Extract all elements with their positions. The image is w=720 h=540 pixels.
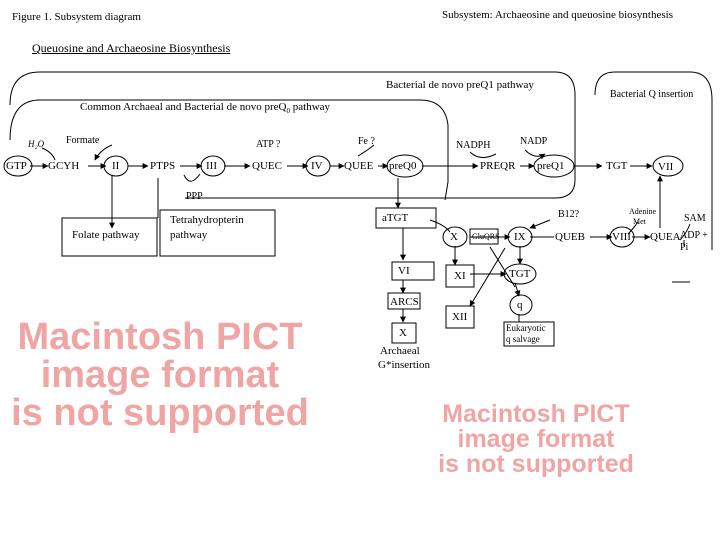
xi-text: XI	[454, 270, 466, 282]
ptps-text: PTPS	[150, 160, 176, 172]
preq0-node	[386, 154, 424, 178]
thb-text-2: pathway	[170, 229, 208, 241]
x-low-box	[391, 322, 417, 344]
iv-node	[305, 155, 331, 177]
nadp-label: NADP	[520, 136, 548, 147]
thb-text-1: Tetrahydropterin	[170, 214, 244, 226]
preq1-node	[533, 154, 575, 178]
vii-node	[652, 155, 684, 177]
fe-label: Fe ?	[358, 136, 375, 147]
archaeal-text-2: G*insertion	[378, 359, 430, 371]
folate-box	[61, 217, 158, 257]
nadph-label: NADPH	[456, 140, 491, 151]
region-label-common-preq0: Common Archaeal and Bacterial de novo pr…	[80, 101, 331, 116]
atgt-text: aTGT	[382, 212, 409, 224]
gtp-text: GTP	[6, 160, 27, 172]
met-label: Met	[633, 217, 646, 226]
queb-text: QUEB	[555, 231, 585, 243]
qsalvage-text: q salvage	[506, 334, 540, 344]
tgt-mid-node	[503, 263, 537, 285]
preq0-text: preQ0	[389, 160, 417, 172]
x-mid-text: X	[450, 231, 458, 243]
preq1-text: preQ1	[537, 160, 565, 172]
region-bacterial-q	[594, 71, 713, 250]
region-common-preq0	[9, 99, 449, 201]
ix-node	[507, 226, 533, 248]
adenine-label: Adenine	[629, 207, 657, 216]
xii-text: XII	[452, 311, 468, 323]
region-label-bacterial-q-insertion: Bacterial Q insertion	[610, 89, 694, 100]
pict-placeholder-right: Macintosh PICT image format is not suppo…	[355, 402, 717, 477]
q-node	[509, 294, 533, 316]
ix-text: IX	[514, 231, 526, 243]
subsystem-label: Subsystem: Archaeosine and queuosine bio…	[442, 9, 673, 21]
region-label-bacterial-preq1: Bacterial de novo preQ1 pathway	[386, 79, 534, 91]
formate-label: Formate	[66, 135, 100, 146]
viii-node	[609, 226, 635, 248]
x-mid-node	[442, 226, 468, 248]
gtp-node	[3, 155, 33, 177]
arcs-text: ARCS	[390, 296, 419, 308]
viii-text: VIII	[612, 231, 631, 243]
quec-text: QUEC	[252, 160, 282, 172]
gcyh-text: GCYH	[48, 160, 80, 172]
pict-right-line3: is not supported	[438, 450, 634, 478]
diagram-title: Queuosine and Archaeosine Biosynthesis	[32, 41, 231, 55]
vii-text: VII	[658, 161, 674, 173]
folate-text: Folate pathway	[72, 229, 140, 241]
iii-text: III	[206, 160, 217, 172]
thb-box	[159, 209, 276, 257]
eukaryotic-text: Eukaryotic	[506, 323, 546, 333]
tgt-top-text: TGT	[606, 160, 628, 172]
quee-text: QUEE	[344, 160, 374, 172]
sam-label: SAM	[684, 213, 706, 224]
b12-label: B12?	[558, 209, 580, 220]
atgt-box	[375, 207, 437, 229]
adp-label: ADP +	[680, 230, 708, 241]
iii-node	[200, 155, 226, 177]
ii-text: II	[112, 160, 120, 172]
pict-placeholder-left: Macintosh PICT image format is not suppo…	[10, 318, 310, 432]
pict-left-line2: image format	[40, 354, 280, 396]
eukaryotic-box	[503, 321, 555, 347]
q-text: q	[517, 299, 523, 311]
quea-text: QUEA	[650, 231, 681, 243]
atp-label: ATP ?	[256, 139, 281, 150]
arcs-box	[387, 292, 421, 310]
xii-box	[445, 305, 475, 329]
tgt-mid-text: TGT	[509, 268, 531, 280]
vi-box	[391, 261, 435, 281]
ppp-label: PPP	[186, 191, 203, 202]
iv-text: IV	[311, 160, 323, 172]
h2o-label: H₂O	[28, 139, 45, 149]
archaeal-text-1: Archaeal	[380, 345, 420, 357]
region-bacterial-preq1	[9, 71, 576, 199]
glnqrs-text: GluQRS	[472, 232, 500, 241]
ii-node	[103, 155, 129, 177]
pict-right-line2: image format	[457, 425, 615, 453]
vi-text: VI	[398, 265, 410, 277]
pict-right-line1: Macintosh PICT	[442, 400, 630, 428]
xi-box	[445, 264, 475, 288]
pict-left-line1: Macintosh PICT	[17, 316, 303, 358]
glnqrs-box	[469, 228, 499, 245]
x-low-text: X	[399, 327, 407, 339]
figure-label: Figure 1. Subsystem diagram	[12, 11, 141, 23]
preqr-text: PREQR	[480, 160, 516, 172]
pict-left-line3: is not supported	[11, 392, 309, 434]
pi-label: Pi	[680, 242, 689, 253]
